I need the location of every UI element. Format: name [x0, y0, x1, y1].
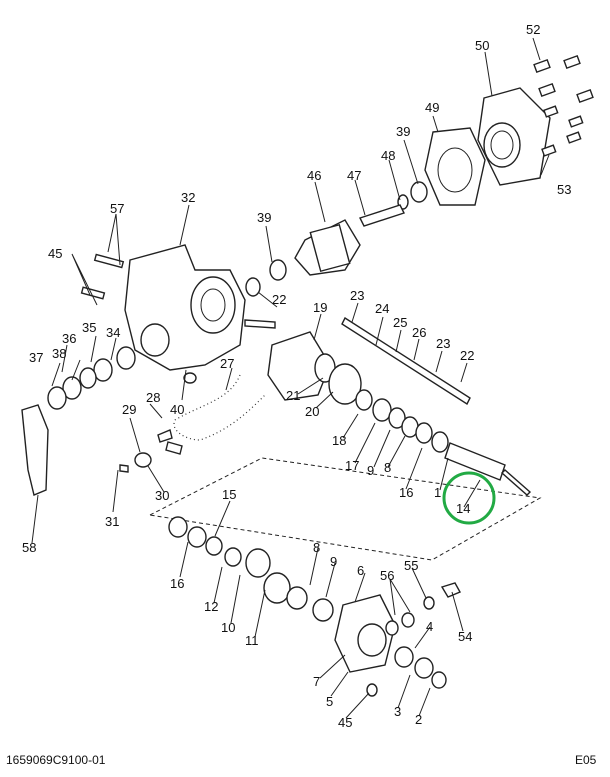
callout-54: 54 — [458, 629, 472, 644]
callout-24: 24 — [375, 301, 389, 316]
callout-35: 35 — [82, 320, 96, 335]
callout-1: 1 — [434, 485, 441, 500]
callout-53: 53 — [557, 182, 571, 197]
callout-23: 23 — [350, 288, 364, 303]
callout-9: 9 — [367, 463, 374, 478]
callout-48: 48 — [381, 148, 395, 163]
callout-49: 49 — [425, 100, 439, 115]
callout-18: 18 — [332, 433, 346, 448]
drawing-number: 1659069C9100-01 — [6, 753, 106, 767]
callout-39: 39 — [396, 124, 410, 139]
callout-29: 29 — [122, 402, 136, 417]
highlight-ring — [442, 471, 496, 525]
callout-21: 21 — [286, 388, 300, 403]
callout-12: 12 — [204, 599, 218, 614]
callout-17: 17 — [345, 458, 359, 473]
callout-6: 6 — [357, 563, 364, 578]
callout-46: 46 — [307, 168, 321, 183]
parts-artwork — [21, 37, 594, 719]
callout-10: 10 — [221, 620, 235, 635]
callout-9-b: 9 — [330, 554, 337, 569]
callout-38: 38 — [52, 346, 66, 361]
callout-40: 40 — [170, 402, 184, 417]
callout-3: 3 — [394, 704, 401, 719]
callout-7: 7 — [313, 674, 320, 689]
callout-19: 19 — [313, 300, 327, 315]
callout-28: 28 — [146, 390, 160, 405]
callout-52: 52 — [526, 22, 540, 37]
callout-39-b: 39 — [257, 210, 271, 225]
callout-22: 22 — [272, 292, 286, 307]
callout-45: 45 — [48, 246, 62, 261]
callout-22-b: 22 — [460, 348, 474, 363]
callout-16-b: 16 — [170, 576, 184, 591]
callout-34: 34 — [106, 325, 120, 340]
callout-26: 26 — [412, 325, 426, 340]
callout-31: 31 — [105, 514, 119, 529]
callout-47: 47 — [347, 168, 361, 183]
callout-2: 2 — [415, 712, 422, 727]
callout-20: 20 — [305, 404, 319, 419]
callout-8: 8 — [384, 460, 391, 475]
callout-15: 15 — [222, 487, 236, 502]
callout-45-b: 45 — [338, 715, 352, 730]
callout-5: 5 — [326, 694, 333, 709]
callout-32: 32 — [181, 190, 195, 205]
callout-57: 57 — [110, 201, 124, 216]
page-code: E05 — [575, 753, 597, 767]
callout-55: 55 — [404, 558, 418, 573]
callout-14: 14 — [456, 501, 470, 516]
callout-16: 16 — [399, 485, 413, 500]
callout-37: 37 — [29, 350, 43, 365]
callout-50: 50 — [475, 38, 489, 53]
callout-11: 11 — [245, 633, 259, 648]
callout-25: 25 — [393, 315, 407, 330]
callout-30: 30 — [155, 488, 169, 503]
callout-4: 4 — [426, 619, 433, 634]
callout-23-b: 23 — [436, 336, 450, 351]
callout-8-b: 8 — [313, 540, 320, 555]
callout-36: 36 — [62, 331, 76, 346]
bolts-52 — [533, 54, 594, 157]
callout-56: 56 — [380, 568, 394, 583]
callout-labels: 52 50 49 39 48 47 46 53 57 32 39 45 22 1… — [22, 22, 571, 730]
callout-58: 58 — [22, 540, 36, 555]
callout-27: 27 — [220, 356, 234, 371]
